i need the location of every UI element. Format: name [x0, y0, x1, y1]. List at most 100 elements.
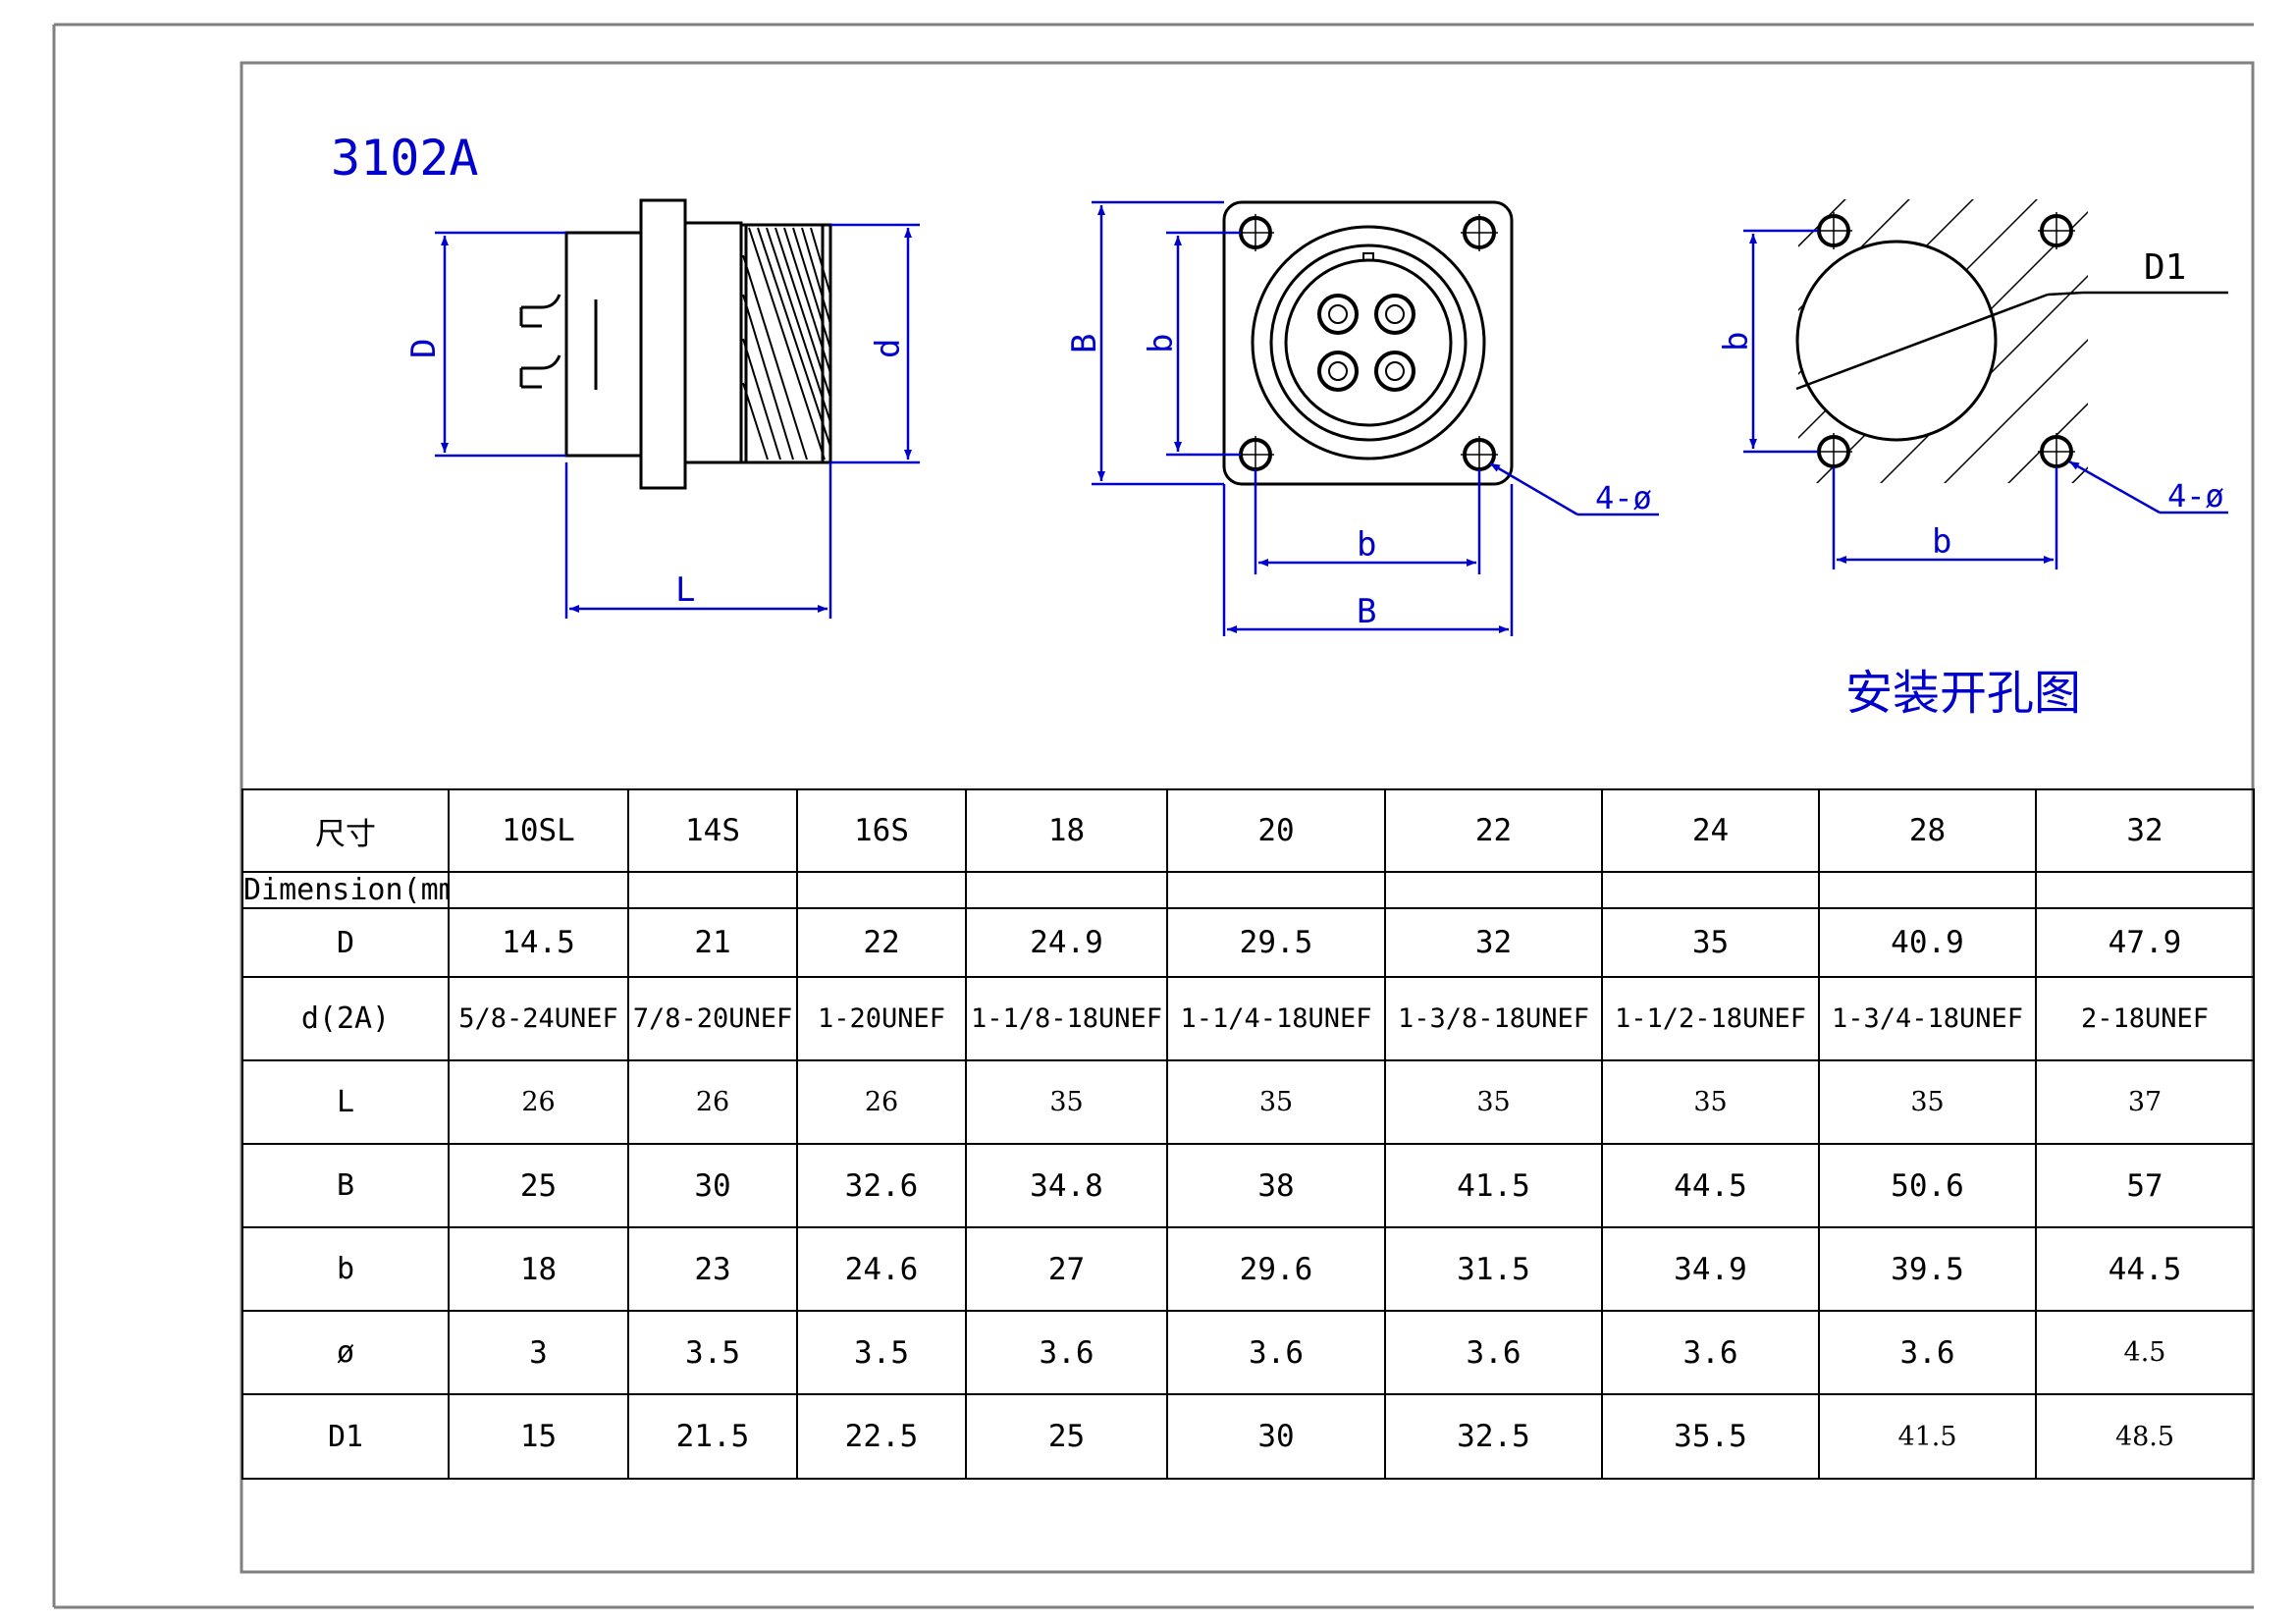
table-cell: 1-1/2-18UNEF [1601, 976, 1820, 1061]
label-hole-cutout: 4-ø [2167, 477, 2224, 514]
table-cell: 26 [796, 1059, 967, 1145]
table-cell: 35 [1601, 1059, 1820, 1145]
table-row: ø 3 3.5 3.5 3.6 3.6 3.6 3.6 3.6 4.5 [241, 1310, 2255, 1395]
table-cell: 35 [1818, 1059, 2037, 1145]
table-cell: 30 [627, 1143, 798, 1228]
dimension-table: 尺寸 10SL 14S 16S 18 20 22 24 28 32 Dimens… [241, 788, 2255, 1480]
table-cell: 27 [965, 1226, 1168, 1312]
table-cell: 50.6 [1818, 1143, 2037, 1228]
size-cell: 16S [796, 788, 967, 873]
table-cell: 44.5 [1601, 1143, 1820, 1228]
table-cell: 23 [627, 1226, 798, 1312]
table-cell: 34.8 [965, 1143, 1168, 1228]
row-label: D1 [241, 1393, 450, 1480]
size-cell: 32 [2035, 788, 2255, 873]
table-cell: 24.9 [965, 907, 1168, 978]
table-cell: 2-18UNEF [2035, 976, 2255, 1061]
table-cell: 32 [1384, 907, 1603, 978]
table-cell: 37 [2035, 1059, 2255, 1145]
table-cell: 25 [965, 1393, 1168, 1480]
table-cell: 3.6 [1384, 1310, 1603, 1395]
label-b-horizontal: b [1357, 525, 1376, 565]
header-sub-cell: Dimension(mm) [241, 871, 450, 909]
mounting-cutout-view [1795, 199, 2088, 483]
table-cell: 35.5 [1601, 1393, 1820, 1480]
table-cell: 35 [1384, 1059, 1603, 1145]
table-cell: 30 [1166, 1393, 1386, 1480]
table-cell: 21 [627, 907, 798, 978]
mounting-title: 安装开孔图 [1845, 666, 2081, 721]
size-cell: 28 [1818, 788, 2037, 873]
table-cell: 34.9 [1601, 1226, 1820, 1312]
table-cell: 21.5 [627, 1393, 798, 1480]
row-label: d(2A) [241, 976, 450, 1061]
front-view [1222, 200, 1514, 486]
table-cell: 47.9 [2035, 907, 2255, 978]
row-label: B [241, 1143, 450, 1228]
table-cell: 41.5 [1384, 1143, 1603, 1228]
table-cell: 3.6 [1601, 1310, 1820, 1395]
table-cell: 14.5 [448, 907, 629, 978]
label-b-cutout-horizontal: b [1932, 522, 1951, 562]
size-cell: 14S [627, 788, 798, 873]
table-cell: 22 [796, 907, 967, 978]
table-cell: 41.5 [1818, 1393, 2037, 1480]
table-cell: 4.5 [2035, 1310, 2255, 1395]
table-cell: 1-20UNEF [796, 976, 967, 1061]
table-cell: 7/8-20UNEF [627, 976, 798, 1061]
label-D: D [404, 339, 444, 358]
row-label: b [241, 1226, 450, 1312]
table-cell: 35 [1601, 907, 1820, 978]
table-cell: 3 [448, 1310, 629, 1395]
size-cell: 18 [965, 788, 1168, 873]
table-cell: 24.6 [796, 1226, 967, 1312]
table-cell: 3.5 [796, 1310, 967, 1395]
table-row: D1 15 21.5 22.5 25 30 32.5 35.5 41.5 48.… [241, 1393, 2255, 1480]
table-cell: 1-3/8-18UNEF [1384, 976, 1603, 1061]
table-cell: 3.6 [1818, 1310, 2037, 1395]
table-cell: 1-3/4-18UNEF [1818, 976, 2037, 1061]
size-cell: 22 [1384, 788, 1603, 873]
table-cell: 3.6 [1166, 1310, 1386, 1395]
header-row: 尺寸 10SL 14S 16S 18 20 22 24 28 32 [241, 788, 2255, 873]
mounting-cutout-dimensions [1743, 229, 2228, 569]
D1-leader [1795, 291, 2228, 391]
table-row: d(2A) 5/8-24UNEF 7/8-20UNEF 1-20UNEF 1-1… [241, 976, 2255, 1061]
table-cell: 31.5 [1384, 1226, 1603, 1312]
table-cell: 1-1/8-18UNEF [965, 976, 1168, 1061]
header-sub-row: Dimension(mm) [241, 871, 2255, 909]
front-view-dimensions [1092, 200, 1659, 636]
label-L: L [675, 570, 695, 610]
table-cell: 3.5 [627, 1310, 798, 1395]
table-cell: 39.5 [1818, 1226, 2037, 1312]
table-cell: 40.9 [1818, 907, 2037, 978]
table-cell: 44.5 [2035, 1226, 2255, 1312]
table-row: L 26 26 26 35 35 35 35 35 37 [241, 1059, 2255, 1145]
table-cell: 22.5 [796, 1393, 967, 1480]
size-cell: 10SL [448, 788, 629, 873]
table-cell: 29.6 [1166, 1226, 1386, 1312]
row-label: L [241, 1059, 450, 1145]
row-label: ø [241, 1310, 450, 1395]
table-cell: 48.5 [2035, 1393, 2255, 1480]
model-title: 3102A [331, 130, 479, 187]
table-row: b 18 23 24.6 27 29.6 31.5 34.9 39.5 44.5 [241, 1226, 2255, 1312]
table-cell: 35 [1166, 1059, 1386, 1145]
table-row: B 25 30 32.6 34.8 38 41.5 44.5 50.6 57 [241, 1143, 2255, 1228]
row-label: D [241, 907, 450, 978]
label-b-vertical: b [1142, 334, 1181, 353]
table-cell: 32.5 [1384, 1393, 1603, 1480]
table-cell: 15 [448, 1393, 629, 1480]
size-cell: 20 [1166, 788, 1386, 873]
table-cell: 1-1/4-18UNEF [1166, 976, 1386, 1061]
table-cell: 57 [2035, 1143, 2255, 1228]
size-cell: 24 [1601, 788, 1820, 873]
table-cell: 29.5 [1166, 907, 1386, 978]
table-row: D 14.5 21 22 24.9 29.5 32 35 40.9 47.9 [241, 907, 2255, 978]
label-hole-front: 4-ø [1595, 479, 1652, 516]
label-b-cutout-vertical: b [1717, 332, 1756, 352]
outer-frame [52, 23, 2254, 1609]
table-cell: 26 [627, 1059, 798, 1145]
table-cell: 25 [448, 1143, 629, 1228]
